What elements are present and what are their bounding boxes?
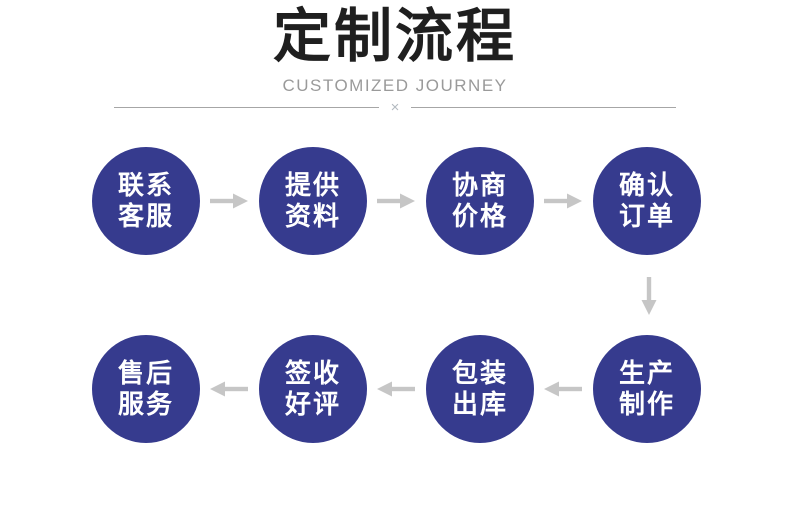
- arrow-left-icon-2: [377, 380, 415, 398]
- step-after-sales-service: 售后 服务: [92, 335, 200, 443]
- step-label-line1: 售后: [117, 358, 174, 388]
- step-label-line2: 订单: [618, 201, 675, 231]
- step-packing-shipment: 包装 出库: [426, 335, 534, 443]
- step-label-line2: 制作: [618, 389, 675, 419]
- divider-x-icon: ×: [390, 98, 400, 116]
- arrow-left-icon-3: [210, 380, 248, 398]
- step-label-line2: 客服: [117, 201, 174, 231]
- step-label-line1: 提供: [284, 170, 341, 200]
- step-sign-good-review: 签收 好评: [259, 335, 367, 443]
- arrow-down-icon: [640, 277, 658, 315]
- page-title: 定制流程: [272, 4, 517, 69]
- step-label-line1: 联系: [117, 170, 174, 200]
- step-confirm-order: 确认 订单: [593, 147, 701, 255]
- step-label-line1: 签收: [284, 358, 341, 388]
- arrow-right-icon-2: [377, 192, 415, 210]
- arrow-left-icon-1: [544, 380, 582, 398]
- arrow-right-icon-3: [544, 192, 582, 210]
- step-negotiate-price: 协商 价格: [426, 147, 534, 255]
- step-label-line2: 价格: [451, 201, 508, 231]
- divider-line-right: [411, 106, 677, 108]
- arrow-right-icon-1: [210, 192, 248, 210]
- step-label-line1: 确认: [618, 170, 675, 200]
- step-label-line2: 好评: [284, 389, 341, 419]
- page-subtitle: CUSTOMIZED JOURNEY: [282, 76, 508, 95]
- step-label-line1: 生产: [618, 358, 675, 388]
- title-divider: ×: [114, 98, 677, 116]
- step-label-line2: 资料: [284, 201, 341, 231]
- step-production: 生产 制作: [593, 335, 701, 443]
- divider-line-left: [114, 106, 379, 108]
- step-label-line2: 服务: [117, 389, 174, 419]
- step-provide-materials: 提供 资料: [259, 147, 367, 255]
- step-label-line1: 包装: [451, 358, 508, 388]
- step-label-line1: 协商: [451, 170, 508, 200]
- step-contact-customer-service: 联系 客服: [92, 147, 200, 255]
- step-label-line2: 出库: [451, 389, 508, 419]
